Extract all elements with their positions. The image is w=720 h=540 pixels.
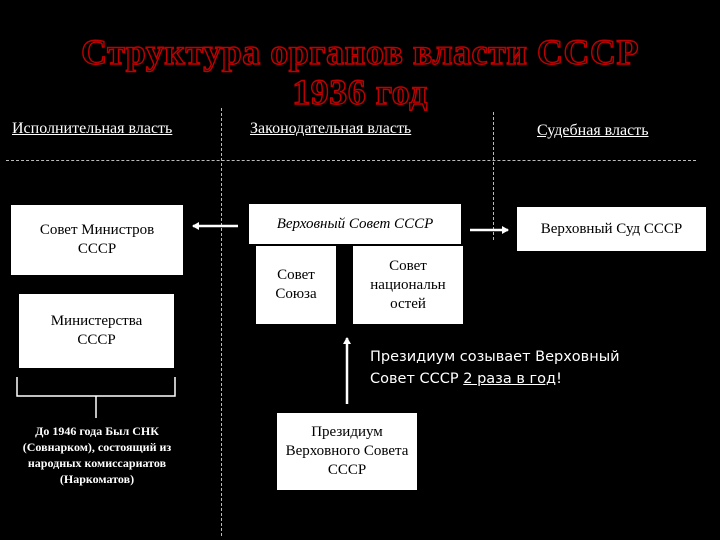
supreme-court-box: Верховный Суд СССР <box>517 207 706 251</box>
presidium-label: Президиум Верховного Совета СССР <box>285 424 409 478</box>
presidium-note-line2: Совет СССР 2 раза в год! <box>370 368 690 390</box>
presidium-note-line2-prefix: Совет СССР <box>370 371 464 387</box>
soviet-of-union-label: Совет Союза <box>275 267 317 302</box>
supreme-soviet-box: Верховный Совет СССР <box>249 204 461 244</box>
presidium-note: Президиум созывает Верховный Совет СССР … <box>370 346 690 390</box>
divider-leg-jud <box>493 112 494 240</box>
branch-executive-label: Исполнительная власть <box>12 120 173 137</box>
ministries-bracket <box>16 377 176 397</box>
council-of-ministers-box: Совет Министров СССР <box>11 205 183 275</box>
presidium-note-line2-suffix: ! <box>556 371 562 387</box>
branch-legislative-label: Законодательная власть <box>250 120 412 137</box>
supreme-soviet-label: Верховный Совет СССР <box>276 215 434 232</box>
branch-judicial-label: Судебная власть <box>537 122 649 139</box>
ministries-box: Министерства СССР <box>19 294 174 368</box>
supreme-court-label: Верховный Суд СССР <box>540 220 683 237</box>
header-divider <box>6 160 696 161</box>
soviet-of-union-box: Совет Союза <box>256 246 336 324</box>
presidium-note-emphasis: 2 раза в год <box>463 371 557 387</box>
soviet-of-nationalities-box: Совет национальн остей <box>353 246 463 324</box>
before-1946-note: До 1946 года Был СНК (Совнарком), состоя… <box>22 424 172 486</box>
page-subtitle-year: 1936 год <box>291 71 428 112</box>
ministries-label: Министерства СССР <box>50 313 143 348</box>
page-title: Структура органов власти СССР <box>80 31 639 72</box>
soviet-of-nationalities-label: Совет национальн остей <box>370 257 446 312</box>
presidium-box: Президиум Верховного Совета СССР <box>277 413 417 490</box>
presidium-note-line1: Президиум созывает Верховный <box>370 349 620 365</box>
divider-exec-leg <box>221 108 222 536</box>
council-of-ministers-label: Совет Министров СССР <box>39 222 155 257</box>
